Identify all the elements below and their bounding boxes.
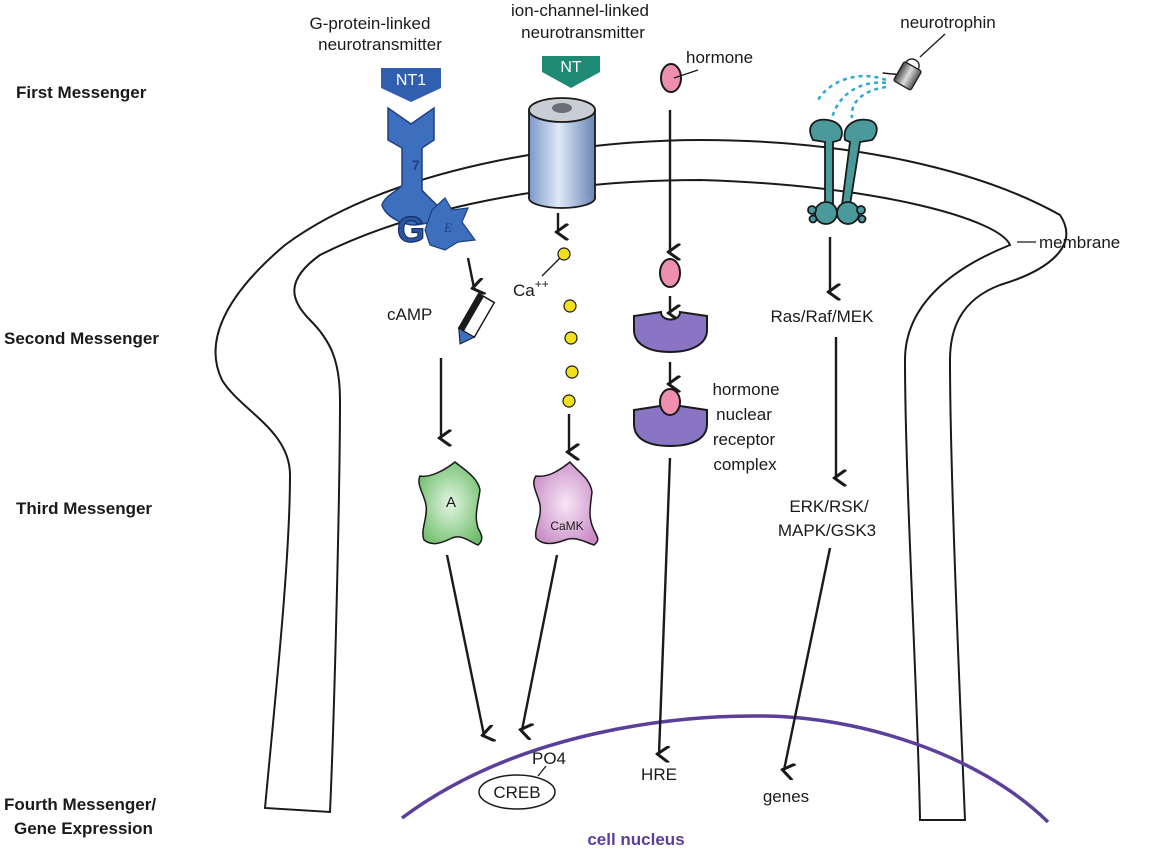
nucleus-envelope (400, 714, 1050, 824)
genes-label: genes (763, 787, 809, 806)
hre-label: HRE (641, 765, 677, 784)
neurotrophin-pathway: neurotrophin Ras/Raf/MEK ERK/RSK/ MAPK/G… (763, 13, 996, 806)
neurotrophin-spray (850, 85, 887, 119)
calcium-ions (557, 247, 579, 408)
neurotrophin-label: neurotrophin (900, 13, 995, 32)
arrow-camk-to-creb (522, 554, 559, 730)
calcium-label: Ca++ (513, 277, 549, 300)
calcium-ion (562, 394, 576, 408)
kinase-a-label: A (446, 494, 456, 511)
protein-kinase-a-shape (418, 461, 483, 546)
complex-label-line2: nuclear (716, 405, 772, 424)
calcium-ion (563, 299, 577, 313)
nt-ligand-label: NT (560, 59, 582, 76)
calcium-ion (564, 331, 578, 345)
neurotrophin-leader-line (919, 33, 946, 58)
creb-label: CREB (493, 783, 540, 802)
arrow-to-hre (659, 457, 672, 754)
ion-channel-title-line1: ion-channel-linked (511, 1, 649, 20)
po4-leader-line (537, 765, 547, 777)
membrane-label: membrane (1039, 233, 1120, 252)
complex-label-line1: hormone (712, 380, 779, 399)
erk-label-line2: MAPK/GSK3 (778, 521, 876, 540)
g-protein-title-line2: neurotransmitter (318, 35, 442, 54)
stage-third-messenger: Third Messenger (16, 499, 152, 518)
po4-label: PO4 (532, 749, 566, 768)
hormone-pathway: hormone hormone nuclear receptor complex… (633, 48, 780, 784)
nucleus-label: cell nucleus (587, 830, 684, 849)
arrow-to-genes (784, 547, 832, 770)
receptor-7tm-mark: 7 (412, 157, 420, 173)
g-protein-title-line1: G-protein-linked (310, 14, 431, 33)
ion-channel-title-line2: neurotransmitter (521, 23, 645, 42)
trk-receptor-dimer (807, 118, 878, 225)
nuclear-receptor-empty (633, 310, 708, 354)
g-protein-label: G (397, 209, 425, 250)
complex-label-line3: receptor (713, 430, 776, 449)
stage-second-messenger: Second Messenger (4, 329, 159, 348)
neurotrophin-spray (816, 74, 887, 101)
effector-enzyme-shape (424, 197, 477, 251)
bound-hormone (659, 388, 681, 416)
g-protein-pathway: G-protein-linked neurotransmitter NT1 7 … (310, 14, 495, 735)
hormone-molecule-internal (659, 258, 681, 288)
camp-molecule-icon (457, 292, 496, 345)
neurotrophin-spray (830, 81, 887, 119)
erk-label-line1: ERK/RSK/ (789, 497, 869, 516)
ion-channel-cylinder (528, 97, 596, 209)
stage-fourth-messenger: Fourth Messenger/ (4, 795, 156, 814)
creb-ellipse (478, 774, 556, 810)
nt-ligand-shape (542, 56, 600, 88)
cell-membrane (214, 138, 1068, 821)
camk-shape (533, 460, 599, 546)
membrane-outer (214, 138, 1068, 821)
calcium-ion (557, 247, 571, 261)
watering-can-icon (882, 58, 922, 91)
arrow-to-camp (466, 257, 474, 288)
hormone-molecule (660, 63, 682, 93)
arrow-a-to-creb (445, 554, 484, 735)
ras-raf-mek-label: Ras/Raf/MEK (771, 307, 875, 326)
calcium-ion (565, 365, 579, 379)
stage-first-messenger: First Messenger (16, 83, 147, 102)
camp-label: cAMP (387, 305, 432, 324)
hormone-receptor-complex (633, 405, 708, 448)
hormone-leader-line (673, 69, 699, 79)
calcium-leader-line (541, 257, 561, 277)
effector-enzyme-label: E (443, 220, 452, 235)
hormone-label: hormone (686, 48, 753, 67)
ion-channel-pathway: ion-channel-linked neurotransmitter NT C… (511, 1, 649, 730)
nt1-ligand-shape (381, 68, 441, 102)
gpcr-receptor (381, 106, 443, 226)
stage-gene-expression: Gene Expression (14, 819, 153, 838)
complex-label-line4: complex (713, 455, 777, 474)
camk-label: CaMK (550, 519, 583, 533)
nt1-ligand-label: NT1 (396, 72, 426, 89)
